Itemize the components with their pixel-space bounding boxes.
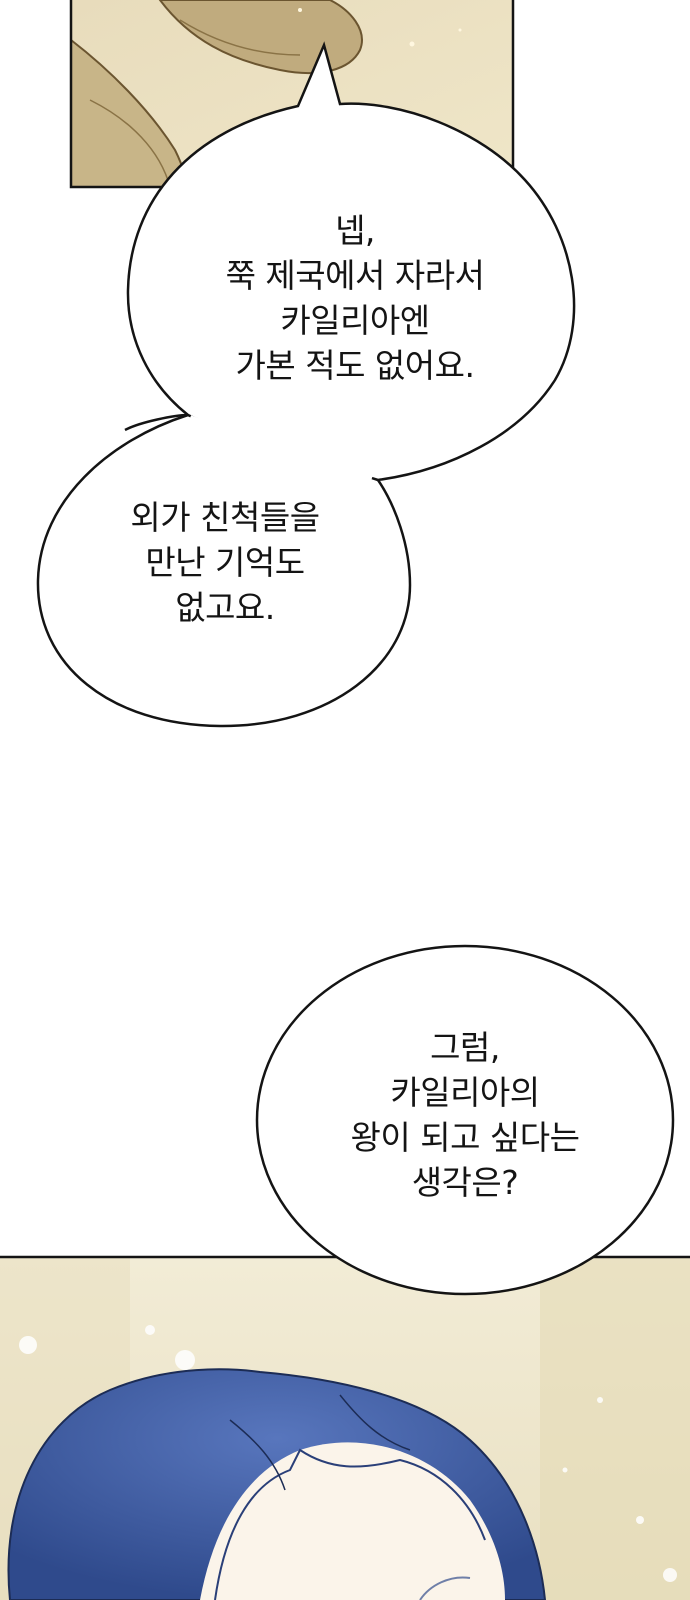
speech-bubble-1 [126,41,576,482]
sparkle-icon [19,1325,677,1582]
speech-bubble-3 [255,944,675,1296]
bubble-3-line: 그럼, [430,1028,500,1067]
bubble-2-line: 없고요. [175,588,275,627]
bottom-panel [0,1257,690,1600]
bubble-3-text: 그럼, 카일리아의 왕이 되고 싶다는 생각은? [315,1025,615,1205]
bubble-3-line: 카일리아의 [390,1073,540,1112]
bubble-3-line: 생각은? [411,1163,519,1202]
bubble-1-line: 가본 적도 없어요. [235,346,476,385]
blue-haired-character-icon [7,1368,547,1600]
bubble-1-text: 넵, 쭉 제국에서 자라서 카일리아엔 가본 적도 없어요. [190,208,520,388]
bubble-1-line: 카일리아엔 [280,301,430,340]
bubble-1-line: 넵, [335,211,375,250]
bubble-2-line: 외가 친척들을 [130,498,320,537]
bubble-2-line: 만난 기억도 [145,543,305,582]
bubble-1-line: 쭉 제국에서 자라서 [225,256,485,295]
bubble-2-text: 외가 친척들을 만난 기억도 없고요. [75,495,375,630]
bubble-3-line: 왕이 되고 싶다는 [350,1118,581,1157]
